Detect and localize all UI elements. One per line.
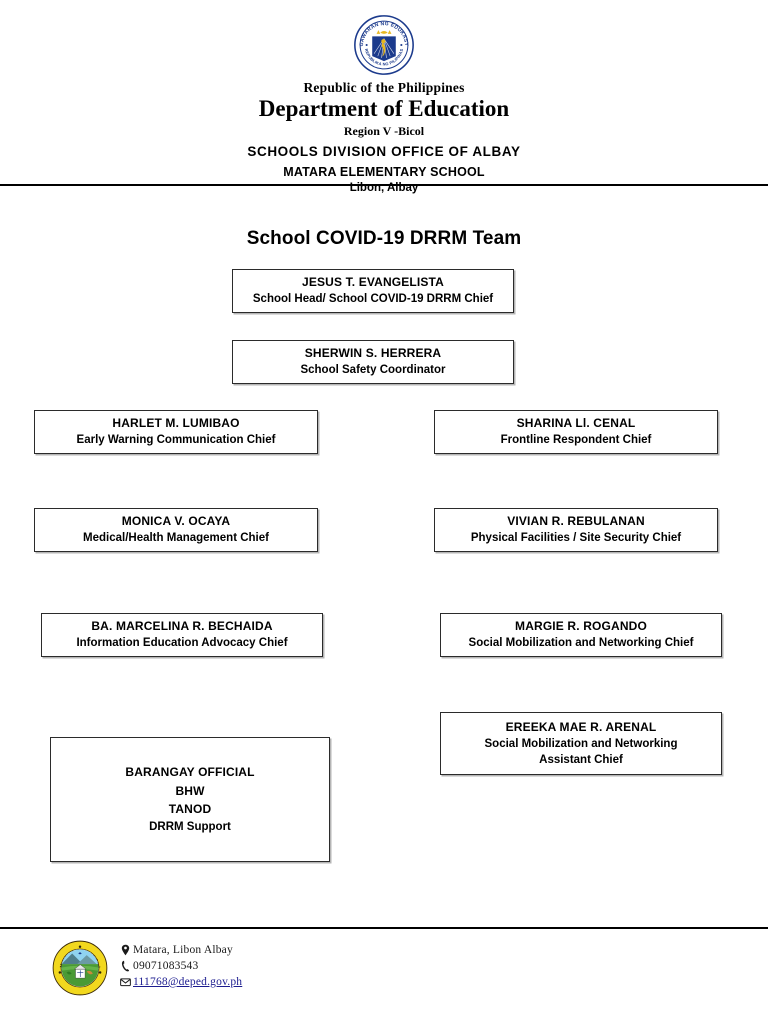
org-node-social-mobilization-assistant: EREEKA MAE R. ARENAL Social Mobilization…: [440, 712, 722, 775]
org-node-name: MONICA V. OCAYA: [121, 513, 231, 528]
org-node-role: Physical Facilities / Site Security Chie…: [470, 532, 682, 545]
org-node-role: Information Education Advocacy Chief: [76, 637, 288, 650]
org-node-name: EREEKA MAE R. ARENAL: [505, 719, 657, 734]
department-line: Department of Education: [258, 96, 510, 121]
org-node-social-mobilization: MARGIE R. ROGANDO Social Mobilization an…: [440, 613, 722, 657]
division-line: SCHOOLS DIVISION OFFICE OF ALBAY: [247, 143, 521, 159]
deped-seal-icon: KAGAWARAN NG EDUKASYON REPUBLIKA NG PILI…: [353, 14, 414, 75]
org-node-role: Frontline Respondent Chief: [500, 434, 652, 447]
footer-email-row[interactable]: 111768@deped.gov.ph: [118, 975, 242, 989]
org-node-name: SHARINA Ll. CENAL: [516, 415, 636, 430]
matara-elementary-school-logo-icon: Matara Elementary School Libon East Dist…: [52, 940, 108, 996]
support-role: DRRM Support: [149, 820, 231, 833]
location-pin-icon: [118, 944, 133, 956]
org-node-name: HARLET M. LUMIBAO: [112, 415, 240, 430]
org-node-role: Medical/Health Management Chief: [83, 532, 269, 545]
republic-line: Republic of the Philippines: [303, 80, 465, 95]
footer-divider: [0, 927, 768, 929]
footer-phone-row: 09071083543: [118, 959, 242, 973]
header-divider: [0, 184, 768, 186]
org-node-name: JESUS T. EVANGELISTA: [302, 274, 444, 289]
org-node-name: VIVIAN R. REBULANAN: [507, 513, 645, 528]
footer-address: Matara, Libon Albay: [133, 944, 233, 956]
support-line-3: TANOD: [168, 802, 212, 817]
org-node-role: Social Mobilization and Networking Chief: [468, 637, 694, 650]
footer-phone: 09071083543: [133, 960, 199, 972]
org-node-frontline-respondent: SHARINA Ll. CENAL Frontline Respondent C…: [434, 410, 718, 454]
org-node-name: BA. MARCELINA R. BECHAIDA: [91, 618, 273, 633]
school-line: MATARA ELEMENTARY SCHOOL: [283, 164, 485, 179]
org-node-name: MARGIE R. ROGANDO: [515, 618, 647, 633]
footer-contact-lines: Matara, Libon Albay 09071083543 111768@d…: [118, 943, 242, 991]
support-line-2: BHW: [175, 783, 205, 798]
support-line-1: BARANGAY OFFICIAL: [125, 765, 255, 780]
org-node-role: Early Warning Communication Chief: [76, 434, 276, 447]
document-header: KAGAWARAN NG EDUKASYON REPUBLIKA NG PILI…: [0, 0, 768, 194]
org-node-role: School Safety Coordinator: [300, 364, 446, 377]
footer-email[interactable]: 111768@deped.gov.ph: [133, 976, 243, 988]
email-icon: [118, 977, 133, 987]
org-node-drrm-support: BARANGAY OFFICIAL BHW TANOD DRRM Support: [50, 737, 330, 862]
page-title: School COVID-19 DRRM Team: [246, 228, 522, 249]
org-node-name: SHERWIN S. HERRERA: [304, 345, 442, 360]
org-node-information-education: BA. MARCELINA R. BECHAIDA Information Ed…: [41, 613, 323, 657]
org-node-medical-health: MONICA V. OCAYA Medical/Health Managemen…: [34, 508, 318, 552]
phone-icon: [118, 960, 133, 972]
footer-address-row: Matara, Libon Albay: [118, 943, 242, 957]
org-node-school-head: JESUS T. EVANGELISTA School Head/ School…: [232, 269, 514, 313]
org-node-role: School Head/ School COVID-19 DRRM Chief: [252, 293, 494, 306]
region-line: Region V -Bicol: [343, 123, 425, 138]
org-node-safety-coordinator: SHERWIN S. HERRERA School Safety Coordin…: [232, 340, 514, 384]
document-footer: Matara Elementary School Libon East Dist…: [52, 938, 242, 996]
org-node-physical-facilities: VIVIAN R. REBULANAN Physical Facilities …: [434, 508, 718, 552]
org-node-role: Social Mobilization and Networking Assis…: [484, 737, 678, 766]
org-node-early-warning: HARLET M. LUMIBAO Early Warning Communic…: [34, 410, 318, 454]
